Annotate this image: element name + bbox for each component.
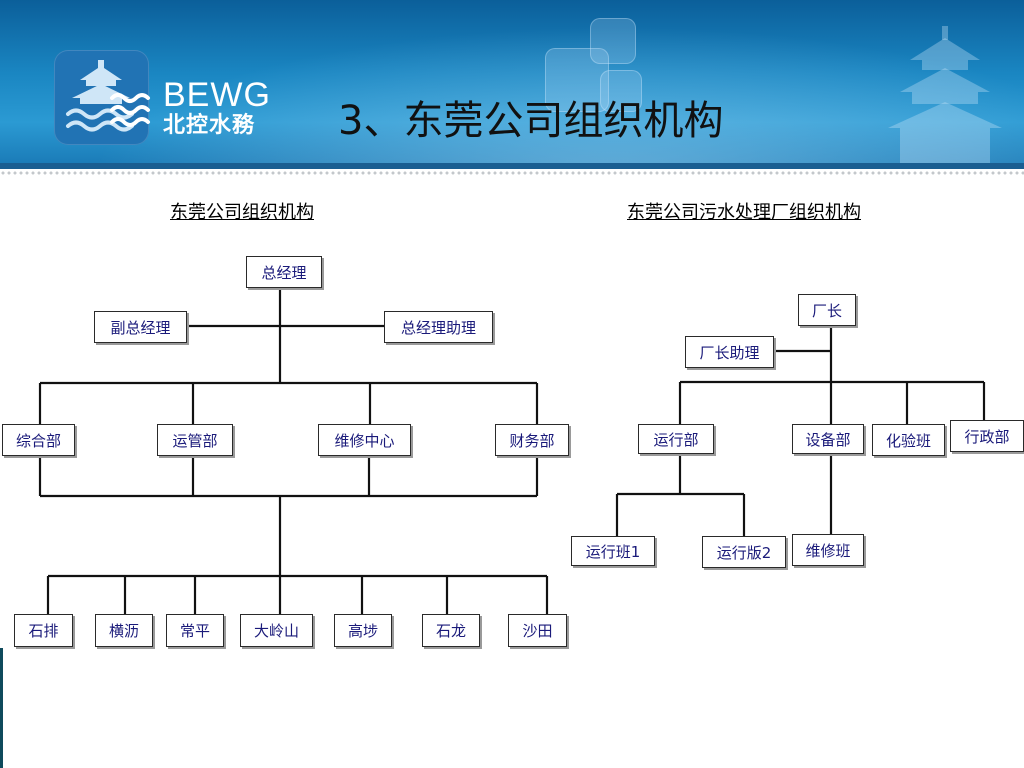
right-chart-title: 东莞公司污水处理厂组织机构 <box>627 202 861 223</box>
brand-name-chinese: 北控水務 <box>163 113 256 138</box>
node-plant-manager: 厂长 <box>798 294 856 326</box>
page-title: 3、东莞公司组织机构 <box>338 98 724 144</box>
left-edge-accent <box>0 648 3 768</box>
node-ops-team-1: 运行班1 <box>571 536 655 566</box>
node-gm-assistant: 总经理助理 <box>384 311 493 343</box>
brand-name-english: BEWG <box>163 76 271 114</box>
node-shipai: 石排 <box>14 614 73 647</box>
header-banner <box>0 0 1024 163</box>
node-lab-team: 化验班 <box>872 424 945 456</box>
node-maintenance-team: 维修班 <box>792 534 864 566</box>
dotted-divider <box>0 170 1024 176</box>
node-general-manager: 总经理 <box>246 256 322 288</box>
node-equipment-dept: 设备部 <box>792 424 864 454</box>
node-finance-dept: 财务部 <box>495 424 569 456</box>
node-hengli: 横沥 <box>95 614 153 647</box>
header-shine <box>0 0 1024 163</box>
node-ops-team-2: 运行版2 <box>702 536 786 568</box>
header-bottom-strip <box>0 163 1024 169</box>
node-deputy-general-manager: 副总经理 <box>94 311 187 343</box>
node-dalingshan: 大岭山 <box>240 614 313 647</box>
node-admin-dept: 行政部 <box>950 420 1024 452</box>
node-general-dept: 综合部 <box>2 424 75 456</box>
wave-mark-icon <box>110 93 150 127</box>
temple-silhouette-icon <box>888 26 1002 163</box>
node-operations-dept: 运行部 <box>638 424 714 454</box>
decor-square-3 <box>600 70 642 112</box>
decor-square-2 <box>590 18 636 64</box>
left-chart-title: 东莞公司组织机构 <box>170 202 314 223</box>
node-ops-management-dept: 运管部 <box>157 424 233 456</box>
node-gaobu: 高埗 <box>334 614 392 647</box>
node-manager-assistant: 厂长助理 <box>685 336 774 368</box>
node-maintenance-center: 维修中心 <box>318 424 411 456</box>
node-changping: 常平 <box>166 614 224 647</box>
node-shatian: 沙田 <box>508 614 567 647</box>
node-shilong: 石龙 <box>422 614 480 647</box>
